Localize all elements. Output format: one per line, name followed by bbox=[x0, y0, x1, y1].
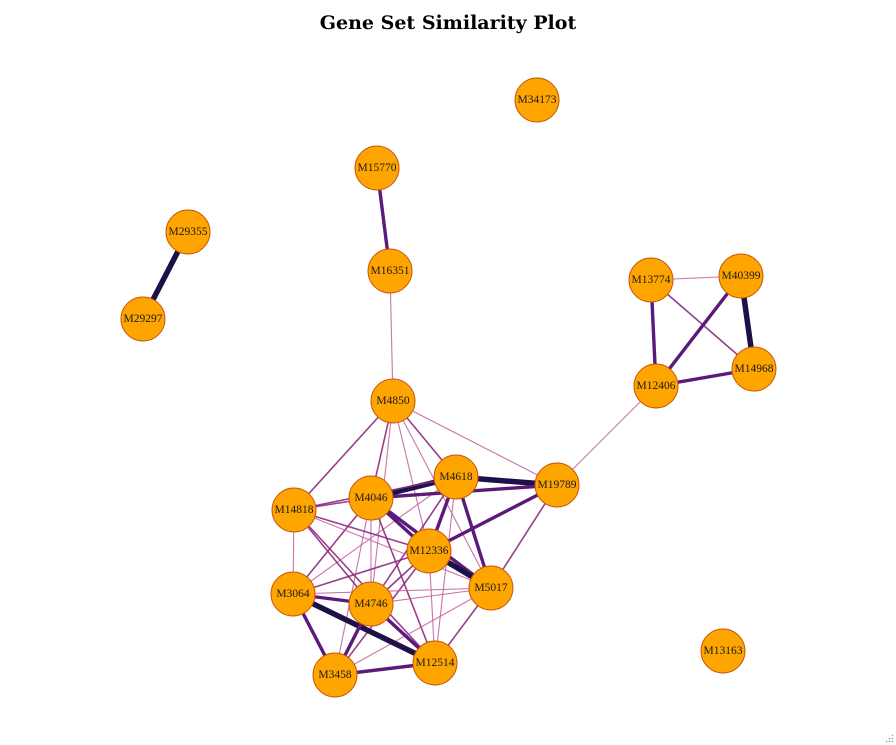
node-circle[interactable] bbox=[534, 462, 580, 508]
node-M40399[interactable]: M40399 bbox=[718, 253, 764, 299]
edge-M5017-M3064 bbox=[292, 587, 492, 595]
edge-M4618-M3064 bbox=[292, 476, 457, 595]
node-label: M4618 bbox=[439, 471, 472, 483]
edge-M5017-M3458 bbox=[334, 587, 492, 676]
node-label: M4746 bbox=[354, 598, 387, 610]
node-label: M12514 bbox=[416, 657, 455, 669]
node-circle[interactable] bbox=[718, 253, 764, 299]
node-label: M15770 bbox=[358, 162, 397, 174]
node-circle[interactable] bbox=[367, 248, 413, 294]
node-label: M13774 bbox=[632, 274, 671, 286]
node-M19789[interactable]: M19789 bbox=[534, 462, 580, 508]
node-M4618[interactable]: M4618 bbox=[433, 454, 479, 500]
node-label: M4850 bbox=[376, 395, 409, 407]
node-circle[interactable] bbox=[633, 363, 679, 409]
node-label: M29297 bbox=[124, 313, 163, 325]
edge-M14818-M12336 bbox=[293, 509, 430, 552]
node-M34173[interactable]: M34173 bbox=[514, 77, 560, 123]
node-M29355[interactable]: M29355 bbox=[165, 209, 211, 255]
node-M3064[interactable]: M3064 bbox=[270, 571, 316, 617]
node-M13163[interactable]: M13163 bbox=[700, 628, 746, 674]
edge-M4850-M19789 bbox=[392, 400, 558, 486]
edge-M19789-M12336 bbox=[428, 483, 558, 553]
node-circle[interactable] bbox=[412, 640, 458, 686]
node-M12336[interactable]: M12336 bbox=[406, 528, 452, 574]
node-circle[interactable] bbox=[271, 487, 317, 533]
page-title: Gene Set Similarity Plot bbox=[319, 12, 577, 34]
node-circle[interactable] bbox=[406, 528, 452, 574]
node-M4850[interactable]: M4850 bbox=[370, 378, 416, 424]
node-M16351[interactable]: M16351 bbox=[367, 248, 413, 294]
node-label: M3064 bbox=[276, 588, 309, 600]
node-circle[interactable] bbox=[731, 346, 777, 392]
edge-M3064-M12514 bbox=[291, 591, 437, 666]
node-label: M12406 bbox=[637, 380, 676, 392]
node-circle[interactable] bbox=[433, 454, 479, 500]
resize-grip-icon[interactable] bbox=[885, 734, 894, 743]
node-circle[interactable] bbox=[348, 475, 394, 521]
node-M12514[interactable]: M12514 bbox=[412, 640, 458, 686]
edge-M40399-M12406 bbox=[654, 274, 743, 388]
node-label: M29355 bbox=[169, 226, 208, 238]
node-circle[interactable] bbox=[370, 378, 416, 424]
node-label: M4046 bbox=[354, 492, 387, 504]
node-M14968[interactable]: M14968 bbox=[731, 346, 777, 392]
node-M4746[interactable]: M4746 bbox=[348, 581, 394, 627]
node-label: M14818 bbox=[275, 504, 314, 516]
edge-M4046-M3458 bbox=[334, 497, 372, 676]
node-circle[interactable] bbox=[270, 571, 316, 617]
node-M4046[interactable]: M4046 bbox=[348, 475, 394, 521]
node-label: M12336 bbox=[410, 545, 449, 557]
node-circle[interactable] bbox=[468, 565, 514, 611]
node-label: M14968 bbox=[735, 363, 774, 375]
node-label: M34173 bbox=[518, 94, 557, 106]
node-circle[interactable] bbox=[120, 296, 166, 342]
node-M3458[interactable]: M3458 bbox=[312, 652, 358, 698]
node-label: M5017 bbox=[474, 582, 507, 594]
node-circle[interactable] bbox=[348, 581, 394, 627]
node-label: M3458 bbox=[318, 669, 351, 681]
edge-M4850-M14818 bbox=[293, 400, 394, 511]
edge-M14818-M5017 bbox=[293, 509, 492, 589]
node-M5017[interactable]: M5017 bbox=[468, 565, 514, 611]
node-M15770[interactable]: M15770 bbox=[354, 145, 400, 191]
node-circle[interactable] bbox=[165, 209, 211, 255]
node-M14818[interactable]: M14818 bbox=[271, 487, 317, 533]
edge-M4046-M12514 bbox=[370, 497, 436, 664]
edge-M12336-M3064 bbox=[292, 550, 430, 595]
edge-M12406-M19789 bbox=[556, 385, 657, 486]
node-label: M19789 bbox=[538, 479, 577, 491]
edges-layer bbox=[140, 167, 757, 677]
node-label: M13163 bbox=[704, 645, 743, 657]
node-M12406[interactable]: M12406 bbox=[633, 363, 679, 409]
node-label: M40399 bbox=[722, 270, 761, 282]
node-circle[interactable] bbox=[514, 77, 560, 123]
node-circle[interactable] bbox=[700, 628, 746, 674]
node-M29297[interactable]: M29297 bbox=[120, 296, 166, 342]
node-circle[interactable] bbox=[312, 652, 358, 698]
node-circle[interactable] bbox=[628, 257, 674, 303]
node-circle[interactable] bbox=[354, 145, 400, 191]
node-M13774[interactable]: M13774 bbox=[628, 257, 674, 303]
node-label: M16351 bbox=[371, 265, 410, 277]
